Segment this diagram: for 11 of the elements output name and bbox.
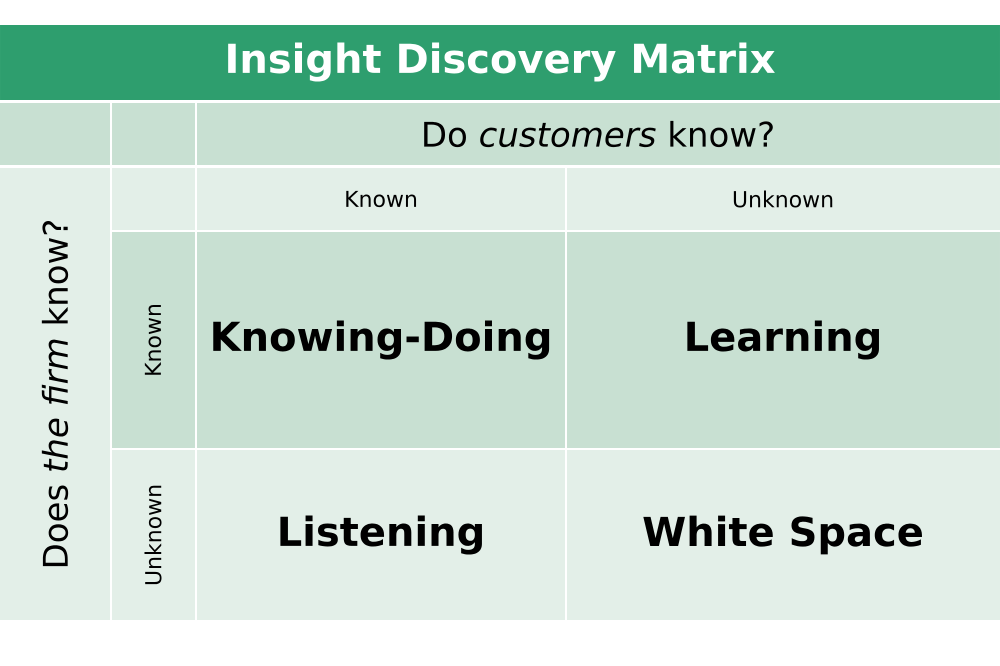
quadrant-cell: White Space <box>567 450 1000 620</box>
column-heading: Do customers know? <box>197 103 1000 165</box>
title-bar: Insight Discovery Matrix <box>0 25 1000 100</box>
column-header: Known <box>197 168 565 230</box>
row-header: Known <box>112 232 195 448</box>
column-header: Unknown <box>567 168 1000 230</box>
quadrant-cell: Knowing-Doing <box>197 232 565 448</box>
quadrant-cell: Listening <box>197 450 565 620</box>
row-heading: Does the firm know? <box>0 168 110 620</box>
row-header: Unknown <box>112 450 195 620</box>
quadrant-cell: Learning <box>567 232 1000 448</box>
